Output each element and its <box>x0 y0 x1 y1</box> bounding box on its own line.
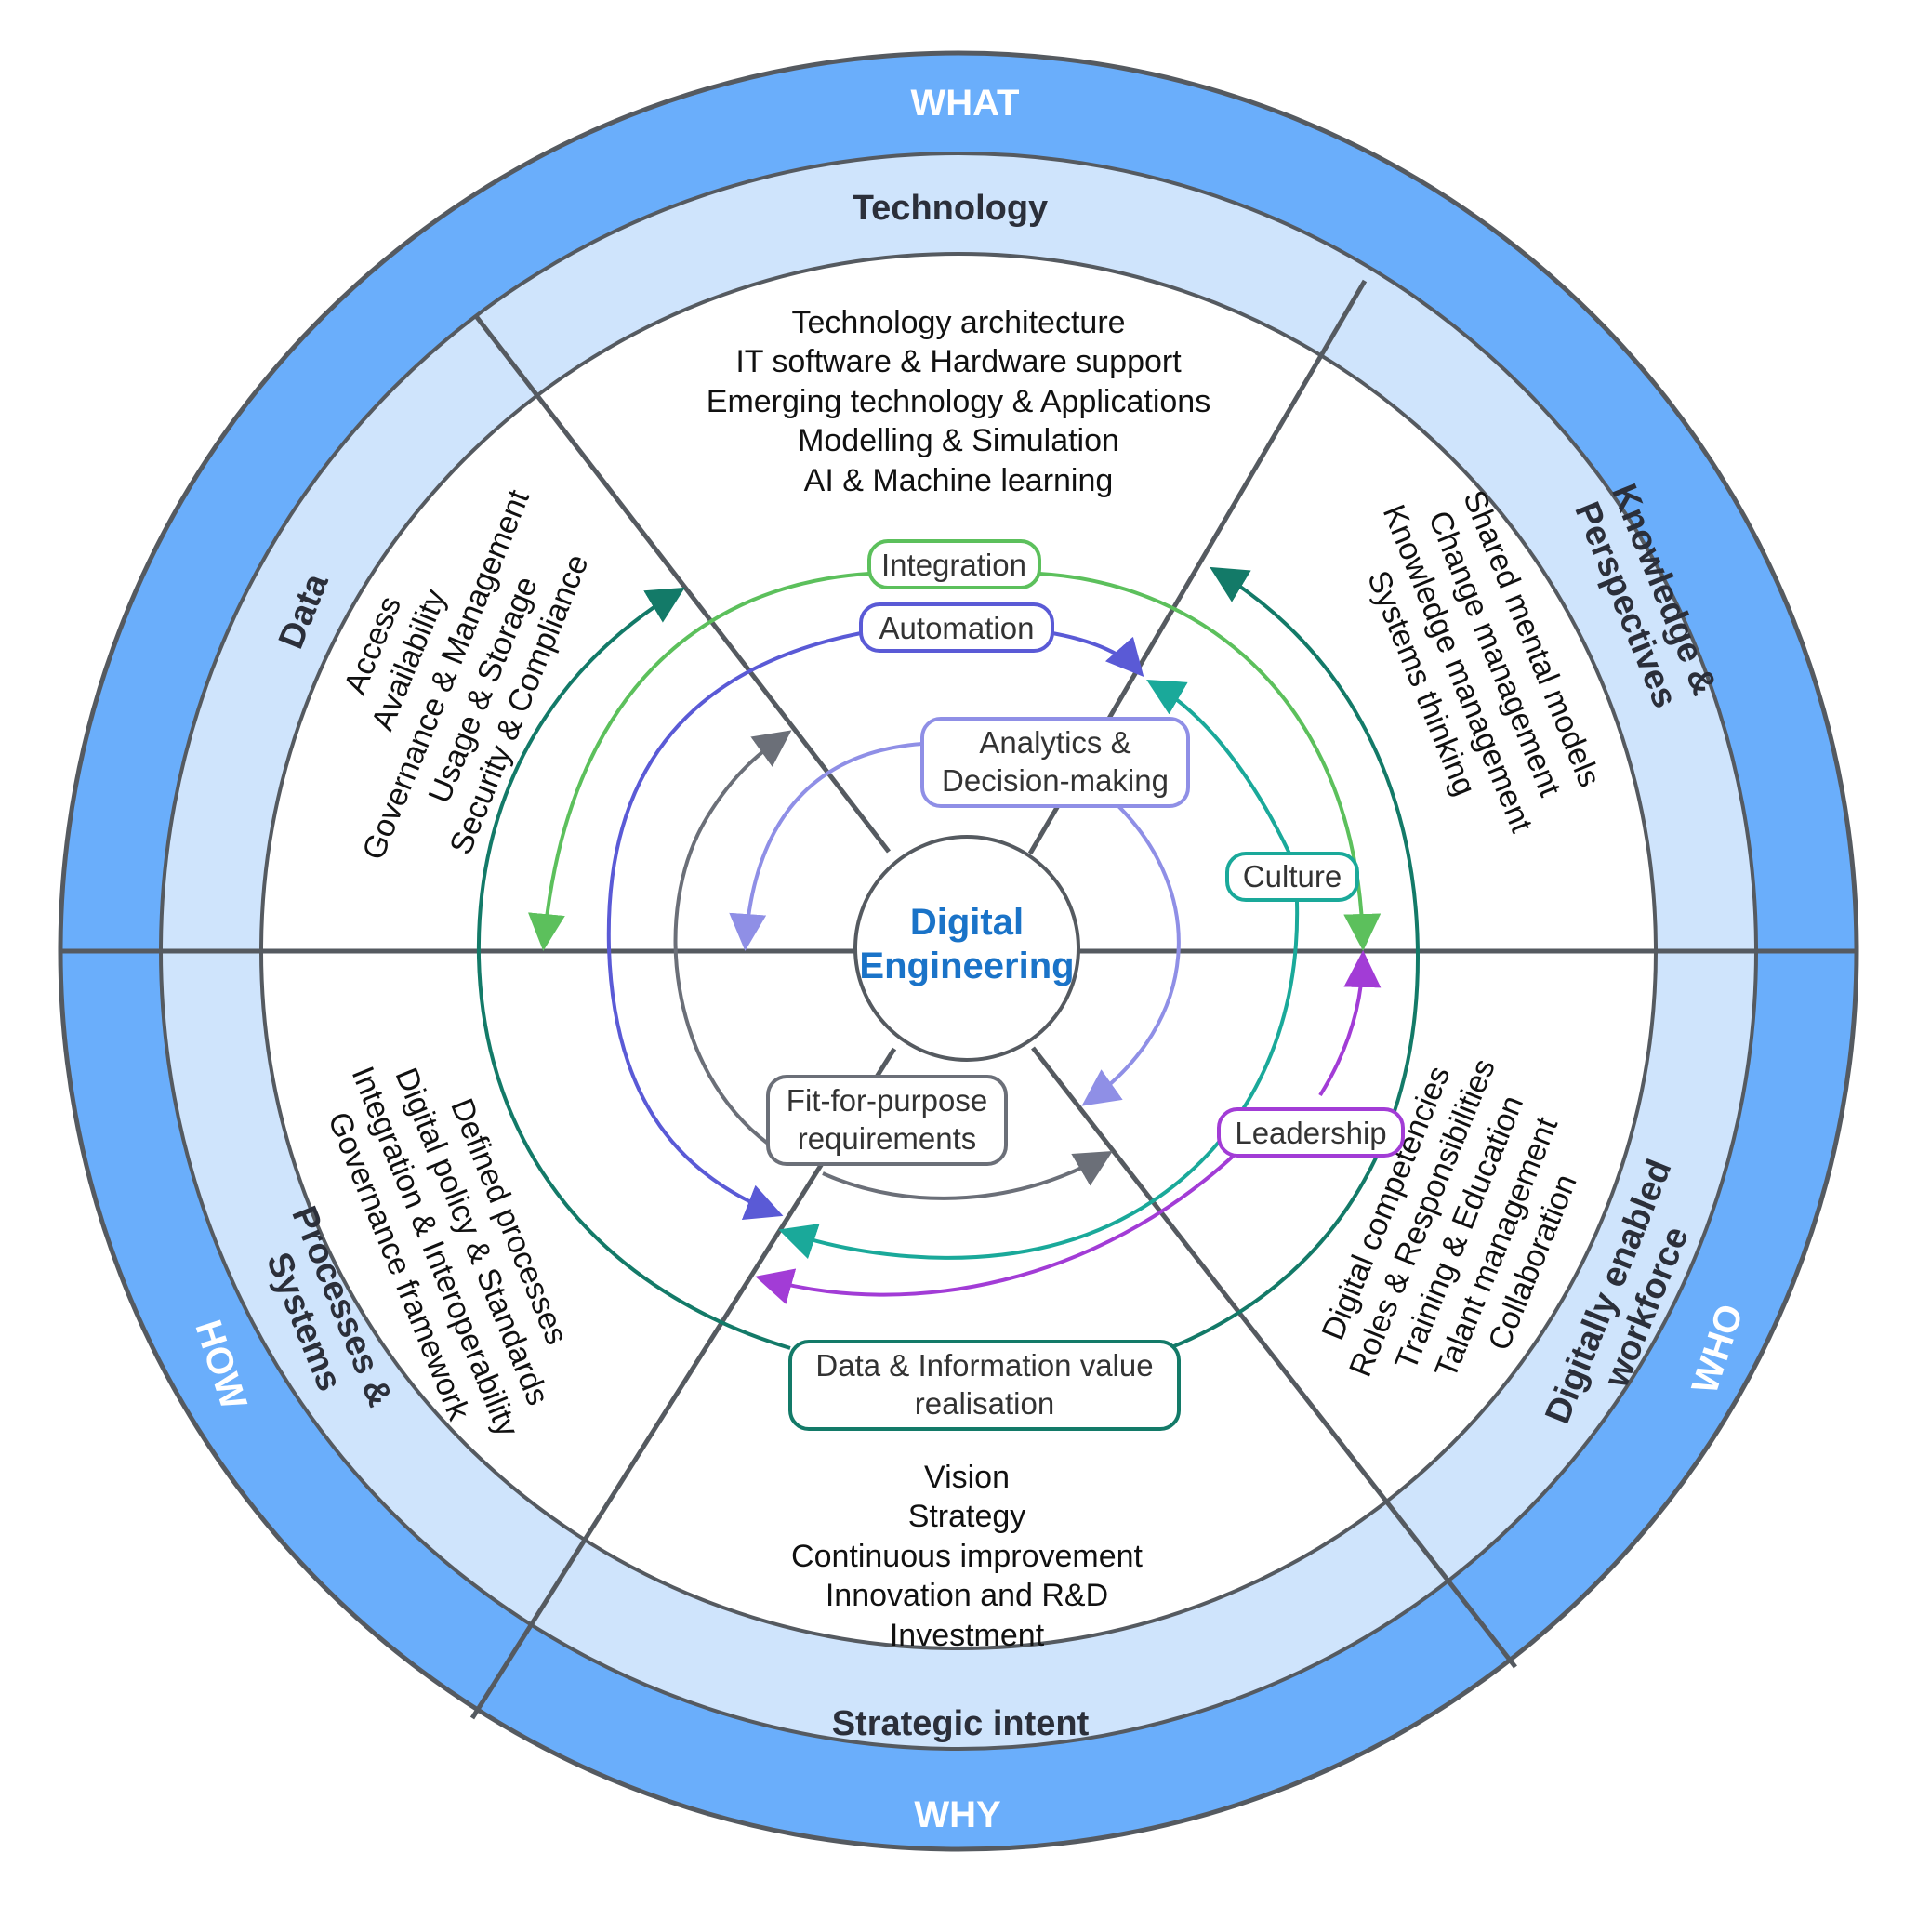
technology-item: AI & Machine learning <box>804 463 1114 498</box>
divider-diagonal-a <box>474 314 891 854</box>
analytics-arc <box>729 742 923 951</box>
automation-arc <box>606 631 862 1220</box>
center-hub: Digital Engineering <box>853 835 1080 1062</box>
requirements-arc <box>822 1150 1113 1200</box>
technology-item: IT software & Hardware support <box>735 344 1182 379</box>
technology-item: Modelling & Simulation <box>798 423 1119 458</box>
center-title-line1: Digital <box>910 902 1024 943</box>
analytics-label-line1: Analytics & <box>979 725 1130 760</box>
data-value-label-line2: realisation <box>915 1386 1054 1421</box>
automation-pill: Automation <box>859 602 1054 653</box>
automation-arc <box>1051 631 1144 677</box>
analytics-label-line2: Decision-making <box>942 763 1169 798</box>
label-what: WHAT <box>911 83 1020 124</box>
leadership-label: Leadership <box>1235 1116 1386 1150</box>
data-value-arc <box>476 587 791 1350</box>
requirements-label-line2: requirements <box>798 1121 977 1156</box>
leadership-arc <box>1318 950 1382 1097</box>
technology-item: Emerging technology & Applications <box>707 384 1210 419</box>
center-title-line2: Engineering <box>859 946 1074 986</box>
integration-arc <box>527 572 870 951</box>
leadership-pill: Leadership <box>1217 1107 1405 1158</box>
analytics-pill: Analytics & Decision-making <box>920 717 1190 808</box>
title-technology: Technology <box>853 189 1048 228</box>
title-strategic-intent: Strategic intent <box>832 1704 1090 1743</box>
strategic-item: Investment <box>890 1618 1045 1653</box>
automation-label: Automation <box>879 611 1035 645</box>
strategic-item: Innovation and R&D <box>826 1578 1108 1613</box>
strategic-item: Continuous improvement <box>791 1539 1144 1574</box>
leadership-arc <box>755 1151 1238 1304</box>
strategic-item: Strategy <box>908 1499 1026 1534</box>
technology-items: Technology architecture IT software & Ha… <box>707 305 1210 498</box>
data-value-pill: Data & Information value realisation <box>788 1340 1181 1431</box>
culture-arc <box>1146 679 1292 856</box>
analytics-arc <box>1081 800 1181 1106</box>
requirements-pill: Fit-for-purpose requirements <box>766 1075 1008 1166</box>
integration-pill: Integration <box>867 539 1041 589</box>
label-why: WHY <box>914 1794 1001 1835</box>
data-value-label-line1: Data & Information value <box>815 1348 1153 1383</box>
sector-dividers <box>61 279 1856 1720</box>
strategic-item: Vision <box>924 1460 1010 1495</box>
enabler-arcs <box>476 566 1421 1350</box>
divider-diagonal-d <box>1031 1046 1517 1669</box>
integration-label: Integration <box>881 548 1026 582</box>
requirements-label-line1: Fit-for-purpose <box>787 1083 987 1118</box>
culture-label: Culture <box>1243 859 1342 893</box>
culture-arc <box>778 901 1300 1260</box>
data-value-arc <box>1169 566 1421 1350</box>
strategic-items: Vision Strategy Continuous improvement I… <box>791 1460 1144 1653</box>
technology-item: Technology architecture <box>791 305 1125 340</box>
culture-pill: Culture <box>1225 852 1359 902</box>
integration-arc <box>1038 572 1382 951</box>
requirements-arc <box>673 730 792 1145</box>
